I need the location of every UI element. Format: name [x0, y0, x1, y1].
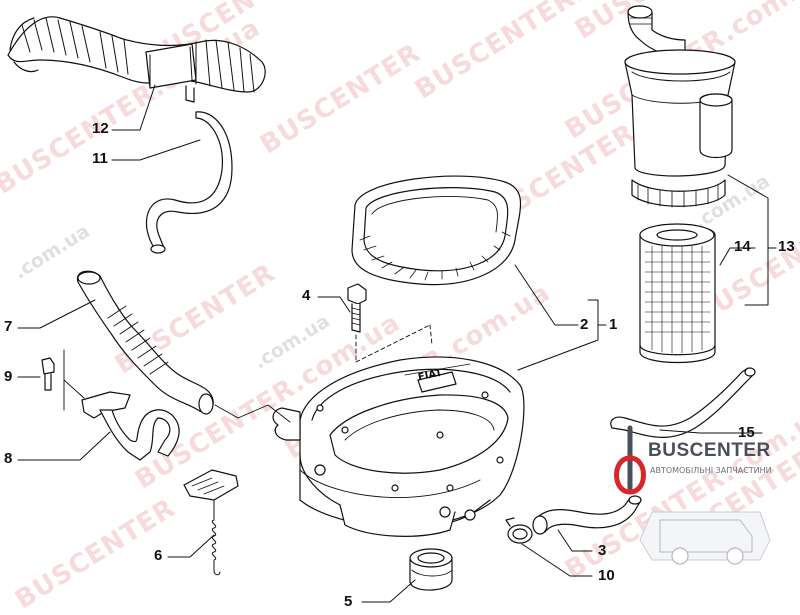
buscenter-logo-mark	[614, 425, 771, 565]
buscenter-logo: BUSCENTER АВТОМОБІЛЬНІ ЗАПЧАСТИНИ	[612, 430, 800, 510]
vent-pipe-15	[610, 367, 756, 438]
callout-5: 5	[344, 593, 353, 610]
leader-line-11	[111, 139, 201, 161]
callout-3: 3	[598, 542, 607, 559]
callout-1: 1	[609, 316, 618, 333]
air-box-housing-1	[272, 356, 525, 537]
callout-15: 15	[738, 424, 755, 441]
air-filter-ring-2	[351, 175, 522, 286]
spring-clip-6	[183, 469, 239, 576]
callout-9: 9	[4, 368, 13, 385]
screw-4	[347, 283, 367, 333]
grommet-5	[409, 548, 453, 591]
callout-13: 13	[778, 238, 795, 255]
leader-line-7	[17, 299, 96, 329]
leader-line-2	[514, 264, 579, 326]
small-hose-3	[532, 495, 642, 535]
leader-line-14	[719, 247, 756, 266]
connecting-hose-7	[76, 270, 214, 415]
leader-line-12	[111, 84, 156, 131]
callout-2: 2	[580, 316, 589, 333]
leader-line-1	[517, 299, 607, 371]
dashed-guide-7	[214, 404, 291, 423]
screw-9	[41, 357, 55, 391]
bracket-8	[63, 349, 180, 461]
leader-line-8	[17, 431, 111, 461]
callout-14: 14	[734, 238, 751, 255]
leader-line-15	[659, 429, 763, 434]
cyclone-filter-13	[624, 5, 736, 208]
cartridge-filter-14	[639, 223, 716, 364]
logo-tagline: АВТОМОБІЛЬНІ ЗАПЧАСТИНИ	[650, 466, 772, 475]
leader-line-10	[521, 543, 593, 577]
dashed-guide	[355, 324, 433, 363]
hose-clamp-10	[505, 517, 533, 544]
callout-7: 7	[4, 318, 13, 335]
logo-brand: BUSCENTER	[648, 440, 771, 461]
intake-hose-12	[7, 16, 266, 103]
breather-pipe-11	[145, 111, 233, 254]
leader-line-4	[317, 296, 351, 313]
callout-6: 6	[154, 547, 163, 564]
leader-line-3	[557, 529, 593, 552]
callout-4: 4	[302, 287, 311, 304]
leader-line-13	[727, 174, 777, 306]
leader-line-5	[361, 579, 416, 603]
callout-8: 8	[4, 450, 13, 467]
leader-line-6	[167, 534, 215, 558]
callout-10: 10	[598, 567, 615, 584]
callout-11: 11	[92, 150, 108, 167]
callout-12: 12	[92, 120, 109, 137]
